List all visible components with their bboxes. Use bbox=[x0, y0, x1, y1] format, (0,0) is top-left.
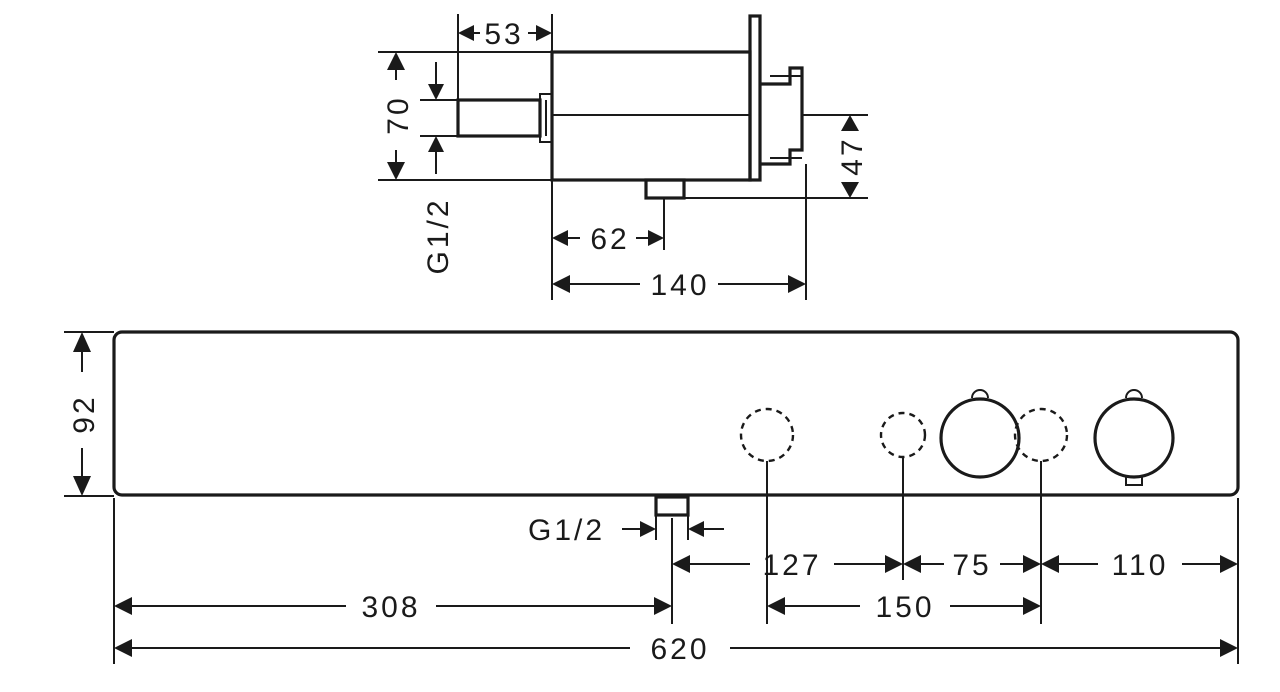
dashed-position-2 bbox=[879, 411, 927, 459]
mount-block bbox=[760, 66, 804, 166]
knob-left bbox=[939, 397, 1021, 479]
dim-620: 620 bbox=[650, 633, 709, 666]
dim-150: 150 bbox=[875, 591, 934, 624]
side-thread-label: G1/2 bbox=[422, 197, 455, 274]
dim-70: 70 bbox=[382, 95, 415, 134]
dashed-position-3 bbox=[1013, 407, 1069, 463]
front-outlet-nub bbox=[654, 495, 690, 517]
front-view: 92 G1/2 127 75 110 308 150 bbox=[64, 330, 1240, 666]
dim-75: 75 bbox=[952, 549, 991, 582]
side-view: 53 70 G1/2 47 62 140 bbox=[378, 14, 869, 302]
knob-right bbox=[1093, 397, 1175, 479]
dim-127: 127 bbox=[762, 549, 821, 582]
dim-140: 140 bbox=[650, 269, 709, 302]
dim-92: 92 bbox=[68, 394, 101, 433]
outlet-nub bbox=[644, 178, 686, 200]
dim-53: 53 bbox=[484, 18, 523, 51]
dim-110: 110 bbox=[1112, 549, 1169, 582]
wall-plate bbox=[748, 14, 762, 182]
front-body bbox=[112, 330, 1240, 497]
dim-62: 62 bbox=[590, 223, 629, 256]
dim-47: 47 bbox=[836, 136, 869, 175]
dim-308: 308 bbox=[361, 591, 420, 624]
front-thread-label: G1/2 bbox=[528, 514, 605, 547]
inlet-pipe bbox=[456, 98, 542, 138]
dashed-position-1 bbox=[739, 407, 795, 463]
